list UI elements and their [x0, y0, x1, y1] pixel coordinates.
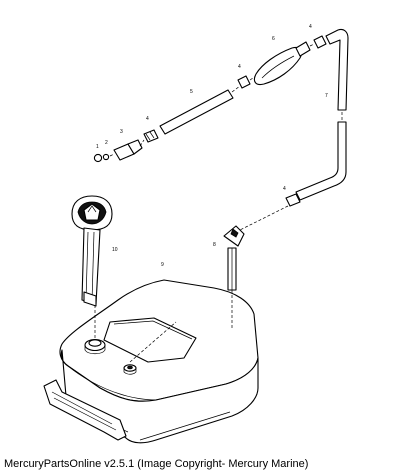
callout-2: 2 [105, 140, 108, 146]
callout-8: 8 [213, 242, 216, 248]
fitting-group-left [93, 129, 159, 163]
fuel-hose-section-7 [239, 28, 349, 231]
callout-4d: 4 [283, 186, 286, 192]
fuel-gauge-pickup [71, 195, 113, 307]
fuel-tank [43, 279, 259, 444]
callout-4b: 4 [238, 64, 241, 70]
fuel-hose-section-5 [159, 85, 241, 135]
callout-4a: 4 [146, 116, 149, 122]
callout-5: 5 [190, 89, 193, 95]
callout-10: 10 [112, 247, 118, 253]
callout-labels: 1 2 3 4 5 4 6 4 7 4 8 9 10 [96, 24, 328, 268]
primer-bulb [237, 35, 327, 89]
callout-6: 6 [272, 36, 275, 42]
copyright-caption: MercuryPartsOnline v2.5.1 (Image Copyrig… [4, 458, 309, 470]
callout-9: 9 [161, 262, 164, 268]
callout-1: 1 [96, 144, 99, 150]
callout-7: 7 [325, 93, 328, 99]
callout-4c: 4 [309, 24, 312, 30]
pickup-tube-fitting [223, 225, 245, 330]
callout-3: 3 [120, 129, 123, 135]
